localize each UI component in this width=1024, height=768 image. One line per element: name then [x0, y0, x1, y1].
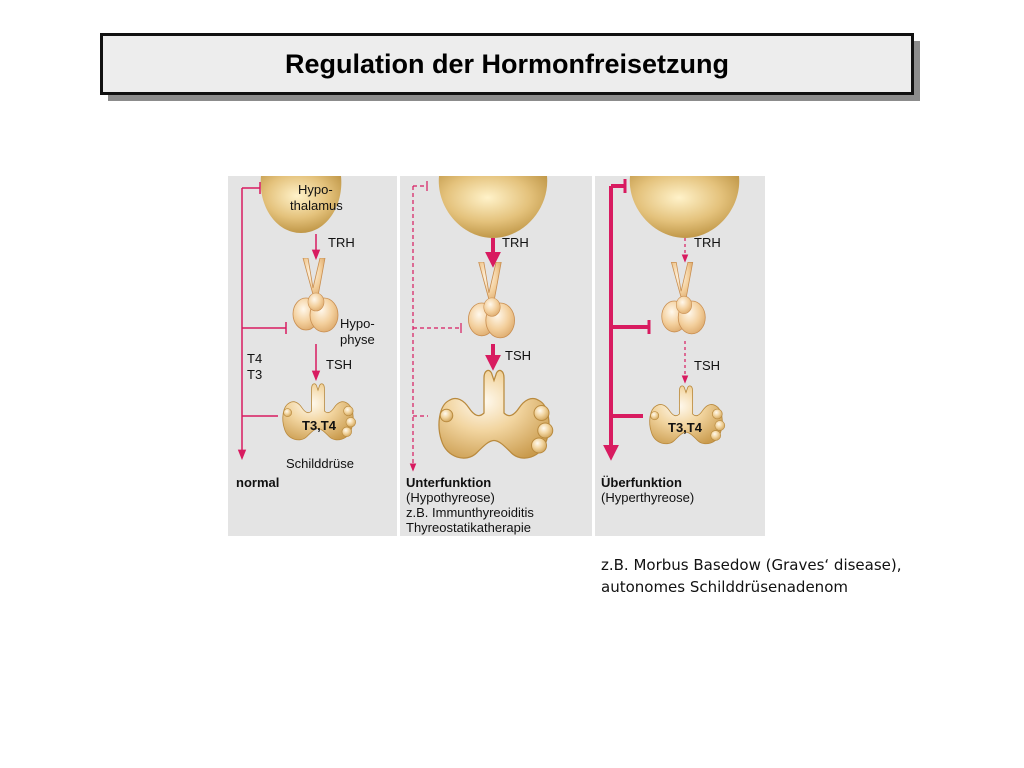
- hypothalamus-sphere: [260, 176, 342, 233]
- panel-normal: Hypo- thalamus TRH Hypo- physe TSH T3,T4…: [236, 176, 375, 490]
- panel-unterfunktion: TRH TSH Unterfunktion (Hypothyreose) z.B…: [406, 176, 554, 535]
- hyperthyroidism-examples-note: z.B. Morbus Basedow (Graves‘ disease), a…: [601, 554, 1021, 598]
- thyroid-regulation-diagram: Hypo- thalamus TRH Hypo- physe TSH T3,T4…: [228, 176, 765, 536]
- panel-normal-bg: [228, 176, 397, 536]
- state-detail-2: z.B. Immunthyreoiditis: [406, 505, 534, 520]
- state-label-ueberfunktion: Überfunktion: [601, 475, 682, 490]
- slide-title: Regulation der Hormonfreisetzung: [284, 48, 730, 79]
- thyroid-hormones-label: T3,T4: [668, 420, 703, 435]
- tsh-label: TSH: [694, 358, 720, 373]
- feedback-hormone-t4: T4: [247, 351, 262, 366]
- hypothalamus-sphere: [629, 176, 740, 238]
- hypothalamus-label-1: Hypo-: [298, 182, 333, 197]
- title-box: Regulation der Hormonfreisetzung: [100, 33, 914, 95]
- trh-label: TRH: [502, 235, 529, 250]
- note-line-2: autonomes Schilddrüsenadenom: [601, 578, 848, 596]
- thyroid-label: Schilddrüse: [286, 456, 354, 471]
- thyroid-hormones-label: T3,T4: [302, 418, 337, 433]
- trh-label: TRH: [328, 235, 355, 250]
- tsh-label: TSH: [326, 357, 352, 372]
- hypothalamus-sphere: [438, 176, 548, 238]
- feedback-hormone-t3: T3: [247, 367, 262, 382]
- trh-label: TRH: [694, 235, 721, 250]
- panel-ueberfunktion: TRH TSH T3,T4 Überfunktion (Hyperthyreos…: [601, 176, 740, 505]
- tsh-label: TSH: [505, 348, 531, 363]
- state-label-unterfunktion: Unterfunktion: [406, 475, 491, 490]
- state-detail-1: (Hyperthyreose): [601, 490, 694, 505]
- state-detail-3: Thyreostatikatherapie: [406, 520, 531, 535]
- note-line-1: z.B. Morbus Basedow (Graves‘ disease),: [601, 556, 902, 574]
- hypothalamus-label-2: thalamus: [290, 198, 343, 213]
- state-detail-1: (Hypothyreose): [406, 490, 495, 505]
- hypophyse-label-1: Hypo-: [340, 316, 375, 331]
- state-label-normal: normal: [236, 475, 279, 490]
- hypophyse-label-2: physe: [340, 332, 375, 347]
